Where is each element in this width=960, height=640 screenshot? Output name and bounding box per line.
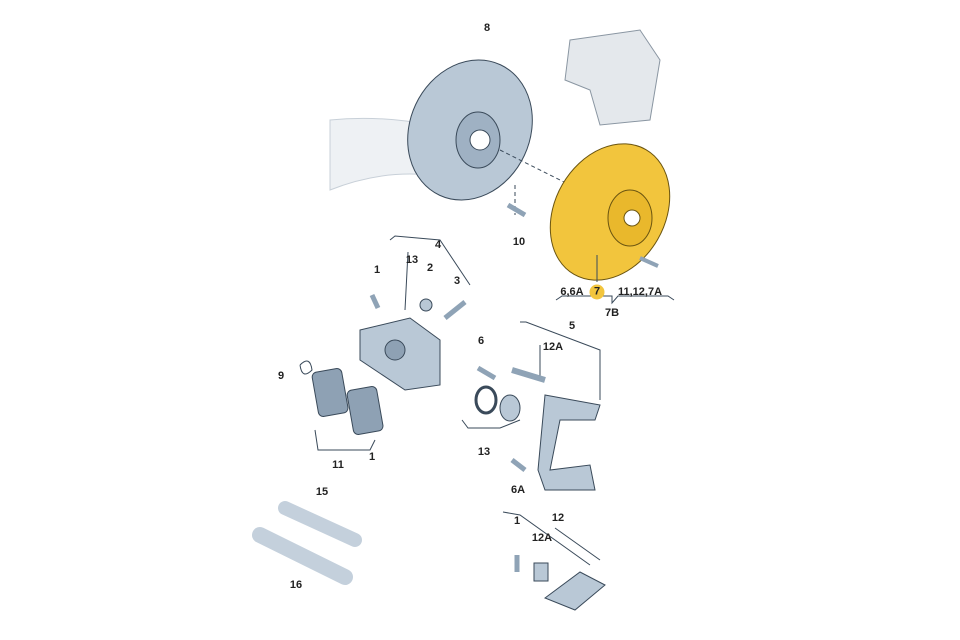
bleed-cap-2 [419,298,433,312]
label-16: 16 [289,579,303,591]
label-5: 5 [568,320,576,332]
bolt-10 [506,202,527,218]
label-11-12-7a: 11,12,7A [617,286,663,298]
label-8: 8 [483,22,491,34]
pad-right [346,386,384,435]
bleed-screw-3 [443,300,467,320]
grease-packet [543,571,606,611]
label-12: 12 [551,512,565,524]
bolt-6 [476,365,497,381]
seal-ring [474,385,498,415]
label-6a: 6A [510,484,526,496]
pad-left [311,368,349,417]
carrier-part [537,394,601,491]
label-7b: 7B [604,307,620,319]
label-6-6a: 6,6A [560,286,584,298]
label-15: 15 [315,486,329,498]
label-1-kit: 1 [513,515,521,527]
label-1: 1 [373,264,381,276]
label-3: 3 [453,275,461,287]
tube-15 [278,501,362,547]
label-10: 10 [512,236,526,248]
bolt-6a [510,458,527,472]
kit-sleeve [533,562,549,582]
seal-boot [499,394,521,422]
tube-16 [252,527,353,585]
label-6: 6 [477,335,485,347]
label-12a: 12A [542,341,564,353]
spring-9 [299,360,313,375]
label-2: 2 [426,262,434,274]
bolt-1 [369,293,381,310]
label-9: 9 [277,370,285,382]
label-11: 11 [332,459,344,471]
label-13: 13 [405,254,419,266]
guide-bolt [511,367,546,383]
backplate-part [407,59,533,201]
caliper-ghost-part [564,29,661,126]
label-13-seals: 13 [477,446,491,458]
label-4: 4 [434,239,442,251]
label-7-highlighted[interactable]: 7 [589,284,605,300]
label-1-pads: 1 [368,451,376,463]
caliper-part [359,317,441,391]
brake-disc-part [549,143,671,281]
disc-bolt [639,256,659,268]
label-12a-kit: 12A [531,532,553,544]
